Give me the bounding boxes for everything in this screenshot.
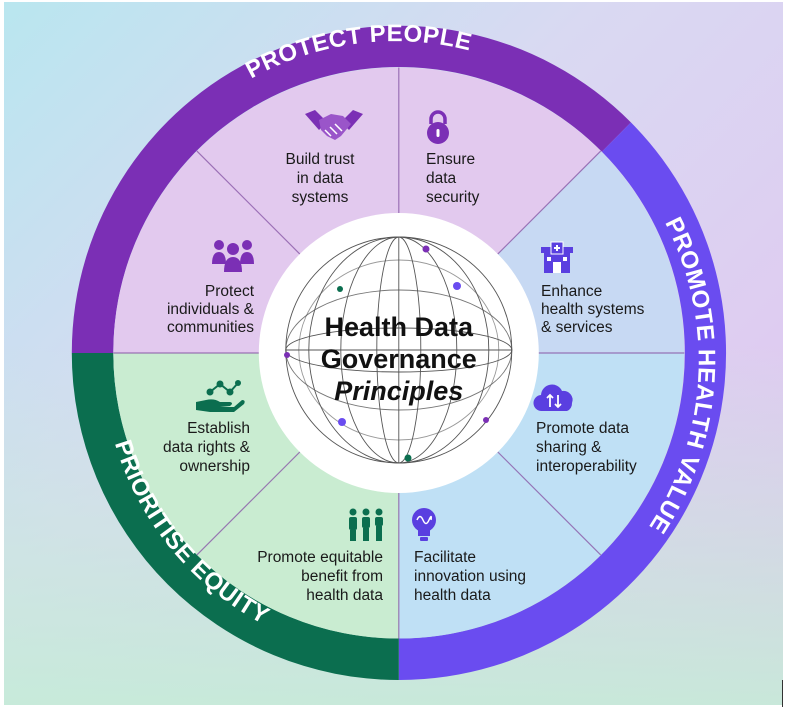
cloud-transfer-icon (533, 384, 573, 412)
padlock-icon (427, 110, 449, 144)
lightbulb-icon (412, 508, 436, 541)
community-icon (212, 240, 254, 272)
ring-sector-protect (71, 25, 631, 354)
label-equitable-benefit: Promote equitable benefit from health da… (257, 549, 383, 604)
svg-text:health systems: health systems (541, 301, 645, 318)
svg-text:data: data (426, 170, 457, 187)
center-title-line1: Health Data (325, 312, 475, 342)
label-build-trust: Build trust in data systems (286, 151, 356, 206)
label-data-sharing: Promote data sharing & interoperability (536, 420, 637, 475)
svg-text:interoperability: interoperability (536, 458, 637, 475)
svg-text:sharing &: sharing & (536, 439, 602, 456)
hospital-icon (541, 241, 573, 273)
ring-sector-promote (398, 122, 727, 681)
globe-dot (422, 245, 430, 253)
label-innovation: Facilitate innovation using health data (414, 549, 526, 604)
svg-text:innovation using: innovation using (414, 568, 526, 585)
center-title-line3: Principles (334, 376, 463, 406)
svg-text:in data: in data (297, 170, 344, 187)
svg-text:security: security (426, 189, 480, 206)
center-title-line2: Governance (321, 344, 477, 374)
globe-dot (453, 282, 461, 290)
svg-text:health data: health data (414, 587, 491, 604)
people-podium-icon (349, 508, 383, 541)
svg-text:Establish: Establish (187, 420, 250, 437)
svg-text:Promote data: Promote data (536, 420, 629, 437)
label-enhance-systems: Enhance health systems & services (541, 283, 645, 336)
globe-dot (404, 454, 412, 462)
ring-sector-equity (71, 353, 399, 680)
svg-text:systems: systems (292, 189, 349, 206)
svg-text:ownership: ownership (179, 458, 250, 475)
globe-dot (284, 352, 290, 358)
globe-dot (338, 418, 346, 426)
svg-text:Build trust: Build trust (286, 151, 356, 168)
label-data-rights: Establish data rights & ownership (163, 420, 251, 475)
svg-text:benefit from: benefit from (301, 568, 383, 585)
svg-text:health data: health data (306, 587, 383, 604)
svg-text:individuals &: individuals & (167, 301, 255, 318)
svg-text:Enhance: Enhance (541, 283, 602, 300)
globe-dots (284, 245, 489, 462)
globe-dot (483, 417, 489, 423)
svg-text:& services: & services (541, 319, 613, 336)
svg-text:Ensure: Ensure (426, 151, 475, 168)
frame-edge-mark (782, 680, 783, 707)
svg-text:data rights &: data rights & (163, 439, 251, 456)
svg-text:Facilitate: Facilitate (414, 549, 476, 566)
label-protect-individuals: Protect individuals & communities (167, 283, 255, 336)
globe-icon (285, 236, 513, 464)
label-ensure-security: Ensure data security (426, 151, 480, 206)
svg-text:Protect: Protect (205, 283, 255, 300)
svg-text:Promote equitable: Promote equitable (257, 549, 383, 566)
handshake-icon (305, 110, 363, 140)
svg-text:communities: communities (167, 319, 254, 336)
globe-dot (337, 286, 343, 292)
hand-network-icon (196, 380, 245, 412)
